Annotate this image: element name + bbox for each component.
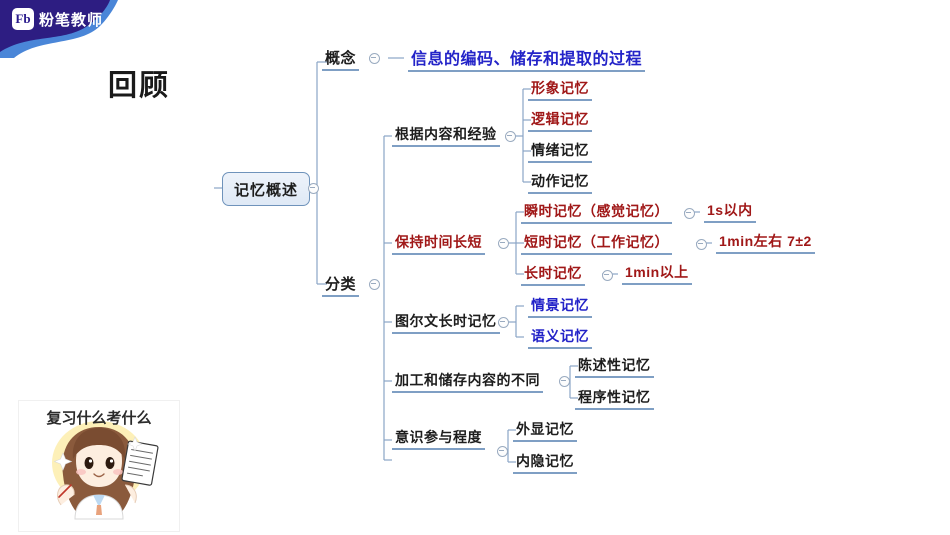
node-logic-memory-label: 逻辑记忆 [528, 109, 592, 132]
node-declarative-memory-label: 陈述性记忆 [575, 355, 654, 378]
node-implicit-memory[interactable]: 内隐记忆 [513, 451, 577, 474]
node-by-process[interactable]: 加工和储存内容的不同 [392, 370, 543, 393]
node-action-memory[interactable]: 动作记忆 [528, 171, 592, 194]
node-explicit-memory-label: 外显记忆 [513, 419, 577, 442]
node-classification[interactable]: 分类 [322, 273, 360, 297]
node-by-awareness-label: 意识参与程度 [392, 427, 485, 450]
node-tulving-label: 图尔文长时记忆 [392, 311, 500, 334]
node-semantic-memory[interactable]: 语义记忆 [528, 326, 592, 349]
node-by-content[interactable]: 根据内容和经验 [392, 124, 500, 147]
node-sensory-memory-label: 瞬时记忆（感觉记忆） [521, 201, 672, 224]
node-tulving[interactable]: 图尔文长时记忆 [392, 311, 500, 334]
node-action-memory-label: 动作记忆 [528, 171, 592, 194]
node-by-duration[interactable]: 保持时间长短 [392, 232, 485, 255]
node-declarative-memory[interactable]: 陈述性记忆 [575, 355, 654, 378]
toggle-by-process[interactable] [559, 376, 570, 387]
toggle-classification[interactable] [369, 279, 380, 290]
node-episodic-memory[interactable]: 情景记忆 [528, 295, 592, 318]
node-by-content-label: 根据内容和经验 [392, 124, 500, 147]
node-classification-label: 分类 [322, 273, 360, 297]
toggle-tulving[interactable] [498, 317, 509, 328]
node-emotion-memory[interactable]: 情绪记忆 [528, 140, 592, 163]
node-short-duration-label: 1min左右 7±2 [716, 231, 815, 254]
node-long-duration-label: 1min以上 [622, 262, 692, 285]
node-image-memory-label: 形象记忆 [528, 78, 592, 101]
node-sensory-duration-label: 1s以内 [704, 200, 756, 223]
node-logic-memory[interactable]: 逻辑记忆 [528, 109, 592, 132]
node-procedural-memory[interactable]: 程序性记忆 [575, 387, 654, 410]
page-title: 回顾 [108, 70, 171, 102]
toggle-short-memory[interactable] [696, 239, 707, 250]
mindmap-root-node[interactable]: 记忆概述 [222, 172, 310, 206]
toggle-concept[interactable] [369, 53, 380, 64]
node-long-memory[interactable]: 长时记忆 [521, 263, 585, 286]
node-long-duration[interactable]: 1min以上 [622, 262, 692, 285]
node-sensory-memory[interactable]: 瞬时记忆（感觉记忆） [521, 201, 672, 224]
illustration-caption: 复习什么考什么 [45, 409, 151, 427]
toggle-sensory-memory[interactable] [684, 208, 695, 219]
toggle-by-duration[interactable] [498, 238, 509, 249]
node-implicit-memory-label: 内隐记忆 [513, 451, 577, 474]
node-long-memory-label: 长时记忆 [521, 263, 585, 286]
node-sensory-duration[interactable]: 1s以内 [704, 200, 756, 223]
fenbi-logo-icon: Fb [12, 8, 34, 30]
toggle-root[interactable] [308, 183, 319, 194]
header-banner: Fb 粉笔教师 [0, 0, 230, 60]
node-episodic-memory-label: 情景记忆 [528, 295, 592, 318]
node-image-memory[interactable]: 形象记忆 [528, 78, 592, 101]
node-concept-definition[interactable]: 信息的编码、储存和提取的过程 [408, 45, 646, 72]
brand-name: 粉笔教师 [39, 11, 104, 29]
node-semantic-memory-label: 语义记忆 [528, 326, 592, 349]
node-emotion-memory-label: 情绪记忆 [528, 140, 592, 163]
node-procedural-memory-label: 程序性记忆 [575, 387, 654, 410]
node-concept-definition-label: 信息的编码、储存和提取的过程 [408, 45, 646, 72]
node-concept[interactable]: 概念 [322, 47, 360, 71]
node-short-memory[interactable]: 短时记忆（工作记忆） [521, 232, 672, 255]
toggle-by-content[interactable] [505, 131, 516, 142]
node-by-awareness[interactable]: 意识参与程度 [392, 427, 485, 450]
node-explicit-memory[interactable]: 外显记忆 [513, 419, 577, 442]
illustration-card: 复习什么考什么 [18, 400, 180, 532]
brand-logo: Fb 粉笔教师 [12, 8, 103, 30]
node-by-process-label: 加工和储存内容的不同 [392, 370, 543, 393]
node-concept-label: 概念 [322, 47, 360, 71]
node-by-duration-label: 保持时间长短 [392, 232, 485, 255]
node-short-memory-label: 短时记忆（工作记忆） [521, 232, 672, 255]
toggle-long-memory[interactable] [602, 270, 613, 281]
node-short-duration[interactable]: 1min左右 7±2 [716, 231, 815, 254]
toggle-by-awareness[interactable] [497, 446, 508, 457]
